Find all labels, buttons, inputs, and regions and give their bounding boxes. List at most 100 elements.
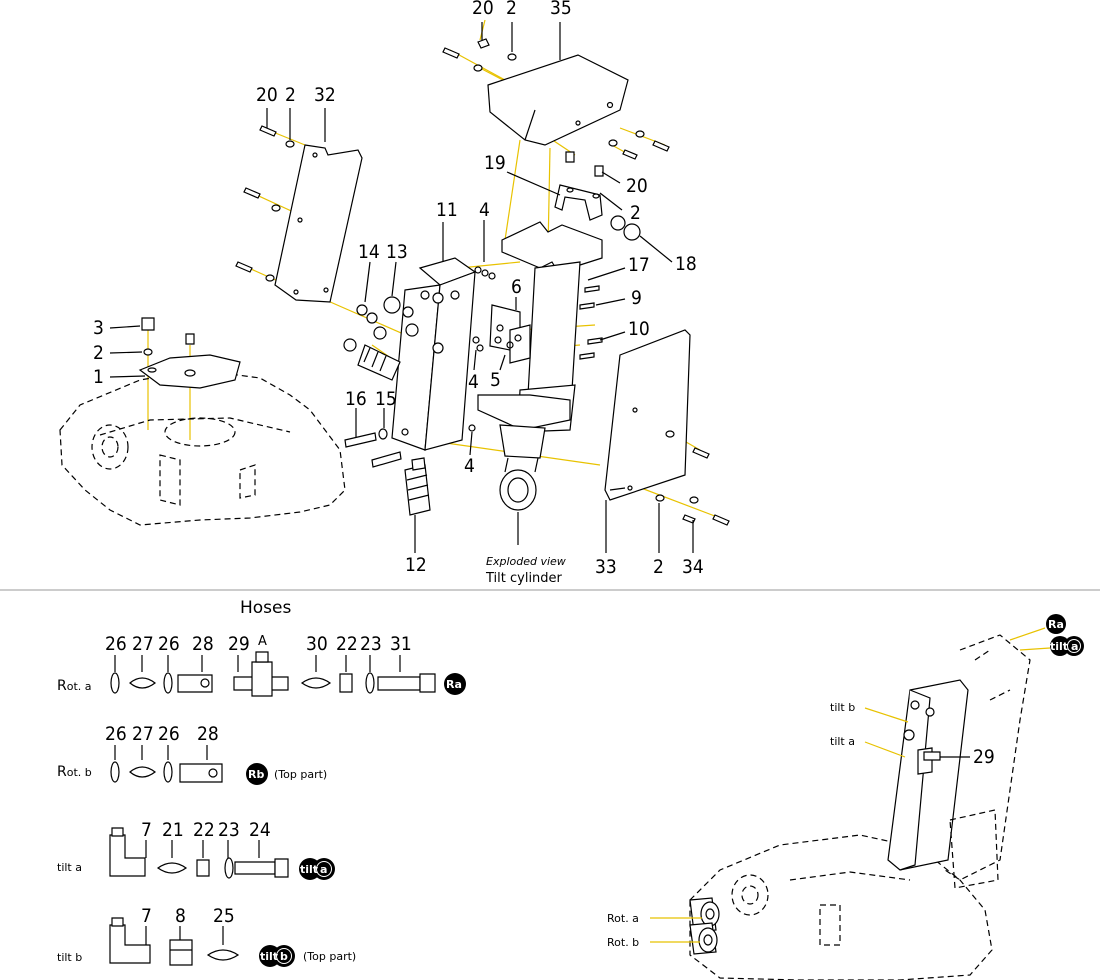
callout-2e: 2 [653,556,664,578]
callout-4c: 4 [464,455,475,477]
callout-2c: 2 [630,202,641,224]
badge-rb: Rb [248,768,264,781]
part-26: 26 [158,723,180,745]
note-top-part: (Top part) [303,950,356,963]
screws-9-10 [579,285,603,360]
badge-tilt: tilt [260,950,278,963]
part-27: 27 [132,723,154,745]
callout-9: 9 [631,287,642,309]
part-26: 26 [158,633,180,655]
callout-3: 3 [93,317,104,339]
caption-line1: Exploded view [486,555,566,568]
callout-numbers: 20 2 35 20 2 32 19 20 2 18 17 11 4 14 13… [93,0,704,578]
letter-a: A [258,634,267,649]
row-tilt-b: tilt b 7 8 25 tilt b (Top part) [57,905,356,967]
label-tilt-b: tilt b [830,701,855,714]
part-25: 25 [213,905,235,927]
callout-4b: 4 [468,371,479,393]
part-22: 22 [336,633,358,655]
assembly-part-29: 29 [973,746,995,768]
assembly-badge-ra: Ra [1048,618,1064,631]
callout-17: 17 [628,254,650,276]
part-28: 28 [192,633,214,655]
gasket-1 [138,354,241,389]
label-tilt-a: tilt a [830,735,855,748]
callout-10: 10 [628,318,650,340]
callout-18: 18 [675,253,697,275]
part-26: 26 [105,723,127,745]
label-rot-b: Rot. b [607,936,639,949]
valve-block-11 [391,257,477,451]
part-22: 22 [193,819,215,841]
callout-5: 5 [490,369,501,391]
callout-32: 32 [314,84,336,106]
part-23: 23 [218,819,240,841]
label-text: Rot. a [57,678,92,694]
callout-15: 15 [375,388,397,410]
callout-13: 13 [386,241,408,263]
callout-12: 12 [405,554,427,576]
callout-2b: 2 [285,84,296,106]
label-text: tilt a [57,861,82,874]
caption-line2: Tilt cylinder [485,571,563,586]
assembly-badge-tilt: tilt [1050,640,1068,653]
badge-tilt: tilt [300,863,318,876]
callout-1: 1 [93,366,104,388]
part-30: 30 [306,633,328,655]
cover-plate-35 [487,54,629,146]
bracket-19 [554,151,604,221]
part-8: 8 [175,905,186,927]
callout-11: 11 [436,199,458,221]
row-rot-b: Rot. b 26 27 26 28 Rb (Top part) [57,723,327,785]
bolts-33 [655,430,730,526]
valve-6 [489,304,531,364]
note-top-part: (Top part) [274,768,327,781]
part-28: 28 [197,723,219,745]
cylinder-17 [477,221,603,511]
label-text: tilt b [57,951,82,964]
o-rings-4 [468,266,496,432]
callout-14: 14 [358,241,380,263]
part-24: 24 [249,819,271,841]
callout-2d: 2 [93,342,104,364]
callout-19: 19 [484,152,506,174]
callout-6: 6 [511,276,522,298]
part-26: 26 [105,633,127,655]
bolt-3 [141,317,195,356]
callout-33: 33 [595,556,617,578]
seals-13-14 [343,296,419,381]
part-7: 7 [141,905,152,927]
part-31: 31 [390,633,412,655]
row-tilt-a: tilt a 7 21 22 23 24 tilt a [57,819,335,880]
bolts-32 [235,125,295,282]
assembly-view: tilt b tilt a Rot. a Rot. b 29 Ra tilt a [607,614,1084,980]
callout-2a: 2 [506,0,517,19]
cover-plate-33 [604,329,691,501]
assembly-badge-a: a [1071,640,1078,653]
part-29: 29 [228,633,250,655]
part-27: 27 [132,633,154,655]
part-21: 21 [162,819,184,841]
callout-35: 35 [550,0,572,19]
hoses-title: Hoses [240,598,292,618]
callout-16: 16 [345,388,367,410]
badge-b: b [280,950,288,963]
label-rot-a: Rot. a [607,912,639,925]
callout-20b: 20 [256,84,278,106]
label-text: Rot. b [57,764,92,780]
callout-34: 34 [682,556,704,578]
fittings-18 [610,215,641,241]
bolts-15-16 [344,428,402,468]
part-7: 7 [141,819,152,841]
leader-lines [109,22,694,553]
plate-32 [274,144,363,303]
housing-outline [59,369,346,526]
callout-4a: 4 [479,199,490,221]
badge-a: a [320,863,327,876]
row-rot-a: Rot. a 26 27 26 28 29 A 30 22 23 31 Ra [57,633,466,697]
filter-12 [404,457,431,516]
callout-20c: 20 [626,175,648,197]
callout-20a: 20 [472,0,494,19]
part-23: 23 [360,633,382,655]
